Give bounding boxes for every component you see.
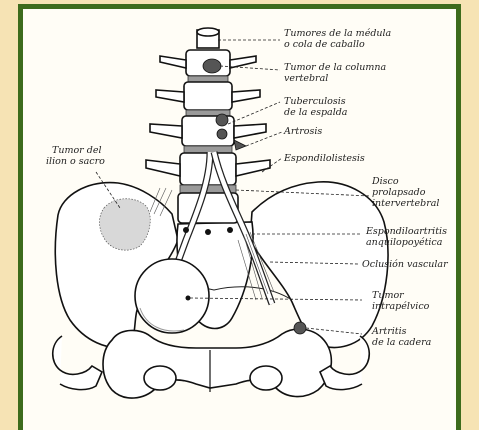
label-intrapelvic-tumor: Tumor intrapélvico bbox=[372, 290, 430, 312]
label-ilium-tumor: Tumor del ilion o sacro bbox=[46, 145, 105, 167]
pelvic-ring bbox=[103, 329, 331, 398]
vertebral-column bbox=[146, 50, 270, 223]
label-spondylolisthesis: Espondilolistesis bbox=[283, 153, 365, 164]
hip-joint bbox=[294, 322, 306, 334]
label-arthrosis: Artrosis bbox=[283, 126, 322, 137]
label-disc-prolapse: Disco prolapsado intervertebral bbox=[371, 176, 439, 209]
ilium-tumor bbox=[100, 199, 151, 250]
intrapelvic-tumor bbox=[135, 259, 209, 333]
label-cauda-equina: Tumores de la médula o cola de caballo bbox=[284, 28, 394, 50]
label-spine-tumor: Tumor de la columna vertebral bbox=[284, 62, 389, 84]
osteophyte bbox=[234, 140, 246, 150]
label-vascular-occlusion: Oclusión vascular bbox=[362, 259, 449, 270]
vertebral-tumor bbox=[203, 59, 221, 73]
label-ankylosing-spondylitis: Espondiloartritis anquilopoyética bbox=[365, 226, 450, 248]
left-obturator-foramen bbox=[144, 366, 176, 390]
label-hip-arthritis: Artritis de la cadera bbox=[371, 326, 432, 348]
left-femur-head bbox=[53, 336, 102, 390]
right-obturator-foramen bbox=[250, 366, 282, 390]
tuberculosis-lesion bbox=[216, 114, 228, 126]
label-tuberculosis: Tuberculosis de la espalda bbox=[284, 96, 349, 118]
